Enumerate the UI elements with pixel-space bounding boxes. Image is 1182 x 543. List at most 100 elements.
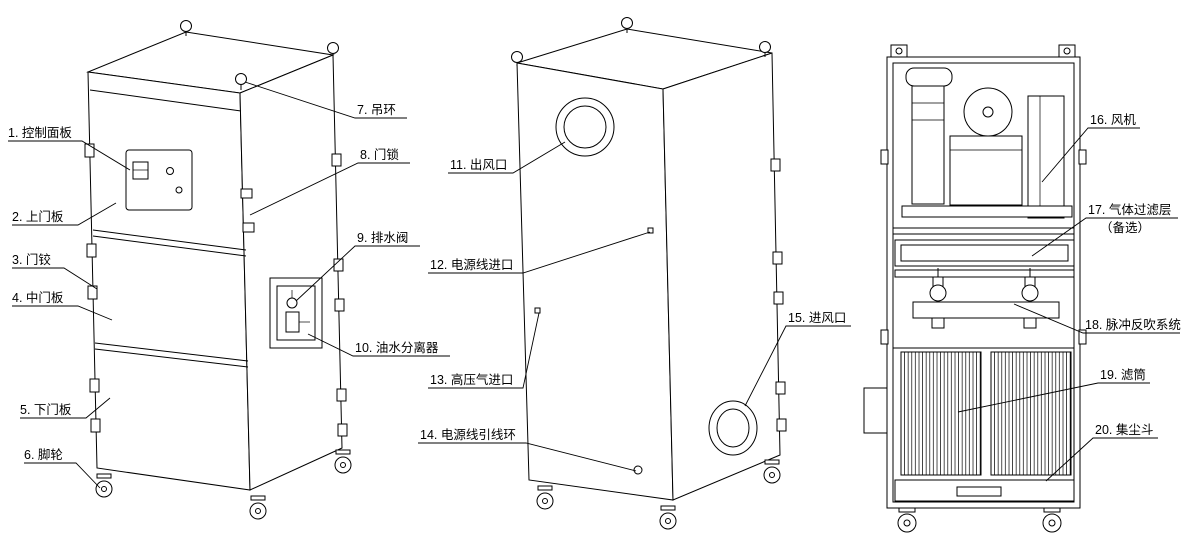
leader-eye-bolt — [244, 81, 407, 119]
caster-mid-1 — [536, 485, 554, 510]
leader-control-panel — [8, 140, 131, 171]
leader-upper-door — [12, 202, 117, 226]
caster-left-1 — [95, 473, 113, 498]
front-cabinet-inner-frame — [892, 62, 1075, 503]
left-view-side-face — [239, 54, 343, 491]
label-door-lock: 8. 门锁 — [360, 147, 399, 162]
filter-cartridge-left — [900, 351, 982, 476]
labels: 1. 控制面板 2. 上门板 3. 门铰 4. 中门板 5. 下门板 6. 脚轮… — [8, 103, 1181, 462]
high-pressure-air-inlet — [534, 307, 541, 314]
leader-hopper — [1045, 437, 1158, 482]
leader-power-inlet — [428, 231, 651, 274]
middle-eye-bolt-3 — [511, 51, 523, 66]
door-division-1b — [92, 235, 247, 257]
leader-air-inlet — [744, 325, 851, 407]
label-eye-bolt: 7. 吊环 — [357, 103, 396, 117]
leader-lead-ring — [418, 442, 637, 472]
pulse-valve-2 — [1021, 268, 1039, 329]
control-panel — [125, 149, 193, 211]
leader-air-outlet — [448, 141, 566, 174]
side-junction-box — [863, 387, 888, 434]
control-panel-button — [175, 186, 183, 194]
control-panel-knob — [166, 167, 174, 175]
door-division-2b — [94, 348, 249, 368]
label-fan: 16. 风机 — [1090, 113, 1136, 127]
eye-bolt-3 — [327, 42, 339, 58]
middle-side-tab-4 — [775, 381, 786, 395]
front-side-tab-r1 — [1078, 149, 1087, 165]
leader-fan — [1041, 127, 1140, 183]
air-inlet-port — [708, 400, 758, 456]
leader-drain-valve — [295, 245, 420, 302]
front-lug-left — [890, 44, 908, 59]
label-hopper: 20. 集尘斗 — [1095, 422, 1153, 437]
label-control-panel: 1. 控制面板 — [8, 126, 72, 140]
side-tab-1 — [331, 153, 342, 167]
middle-side-tab-3 — [773, 291, 784, 305]
side-tab-3 — [334, 298, 345, 312]
power-cord-lead-ring — [633, 465, 643, 475]
front-top-strip-line — [89, 89, 242, 112]
middle-view-drawing — [511, 17, 787, 530]
gas-filter-layer — [894, 239, 1075, 278]
label-power-inlet: 12. 电源线进口 — [430, 258, 513, 272]
label-pressure-inlet: 13. 高压气进口 — [430, 372, 513, 387]
middle-eye-bolt-1 — [621, 17, 633, 33]
label-cartridge: 19. 滤筒 — [1100, 367, 1146, 382]
middle-eye-bolt-2 — [759, 41, 771, 57]
leader-air-pressure-inlet — [428, 312, 540, 389]
control-panel-display — [132, 161, 149, 180]
fan-outlet-duct — [1027, 95, 1065, 219]
label-upper-door: 2. 上门板 — [12, 209, 64, 224]
fan-assembly — [901, 67, 1073, 219]
door-division-2a — [94, 342, 249, 362]
eye-bolt-1 — [180, 20, 192, 36]
middle-side-tab-5 — [776, 418, 787, 432]
front-side-tab-l1 — [880, 149, 889, 165]
label-door-hinge: 3. 门铰 — [12, 252, 51, 267]
power-cord-inlet — [647, 227, 654, 234]
door-hinge-5 — [90, 418, 101, 433]
caster-mid-3 — [763, 459, 781, 484]
front-side-tab-r2 — [1078, 329, 1087, 345]
filter-cartridge-right — [990, 351, 1072, 476]
fan-base-plate — [901, 205, 1073, 218]
label-pulse-system: 18. 脉冲反吹系统 — [1085, 317, 1181, 332]
label-caster: 6. 脚轮 — [24, 447, 63, 462]
middle-view-side-face — [662, 52, 781, 501]
front-view-drawing — [863, 44, 1087, 533]
door-lock-2 — [242, 222, 255, 233]
label-drain-valve: 9. 排水阀 — [357, 231, 408, 245]
pulse-valve-1 — [929, 268, 947, 329]
middle-side-tab-2 — [772, 251, 783, 265]
left-view-drawing — [84, 20, 352, 520]
caster-mid-2 — [659, 505, 677, 530]
left-view-front-face — [87, 71, 251, 491]
pulse-manifold — [912, 301, 1060, 319]
control-panel-frame — [125, 149, 193, 211]
door-hinge-1 — [84, 143, 95, 158]
label-lower-door: 5. 下门板 — [20, 402, 72, 417]
fan-muffler-top — [905, 67, 953, 87]
caster-left-3 — [334, 449, 352, 474]
leader-door-lock — [249, 162, 410, 216]
label-air-outlet: 11. 出风口 — [450, 158, 507, 172]
separator-inner — [276, 285, 316, 341]
door-lock-1 — [240, 188, 253, 199]
leader-caster — [24, 462, 101, 489]
air-outlet-port — [555, 97, 615, 157]
eye-bolt-2 — [235, 73, 247, 90]
caster-left-2 — [249, 495, 267, 520]
leader-lines — [8, 81, 1180, 489]
leader-lower-door — [20, 397, 111, 419]
leader-separator — [307, 333, 450, 357]
leader-gas-filter — [1031, 217, 1178, 257]
label-lead-ring: 14. 电源线引线环 — [420, 428, 516, 442]
door-hinge-2 — [86, 243, 97, 258]
caster-front-2 — [1042, 507, 1062, 533]
middle-side-tab-1 — [770, 158, 781, 172]
label-separator: 10. 油水分离器 — [355, 340, 439, 355]
leader-door-hinge — [12, 267, 98, 290]
